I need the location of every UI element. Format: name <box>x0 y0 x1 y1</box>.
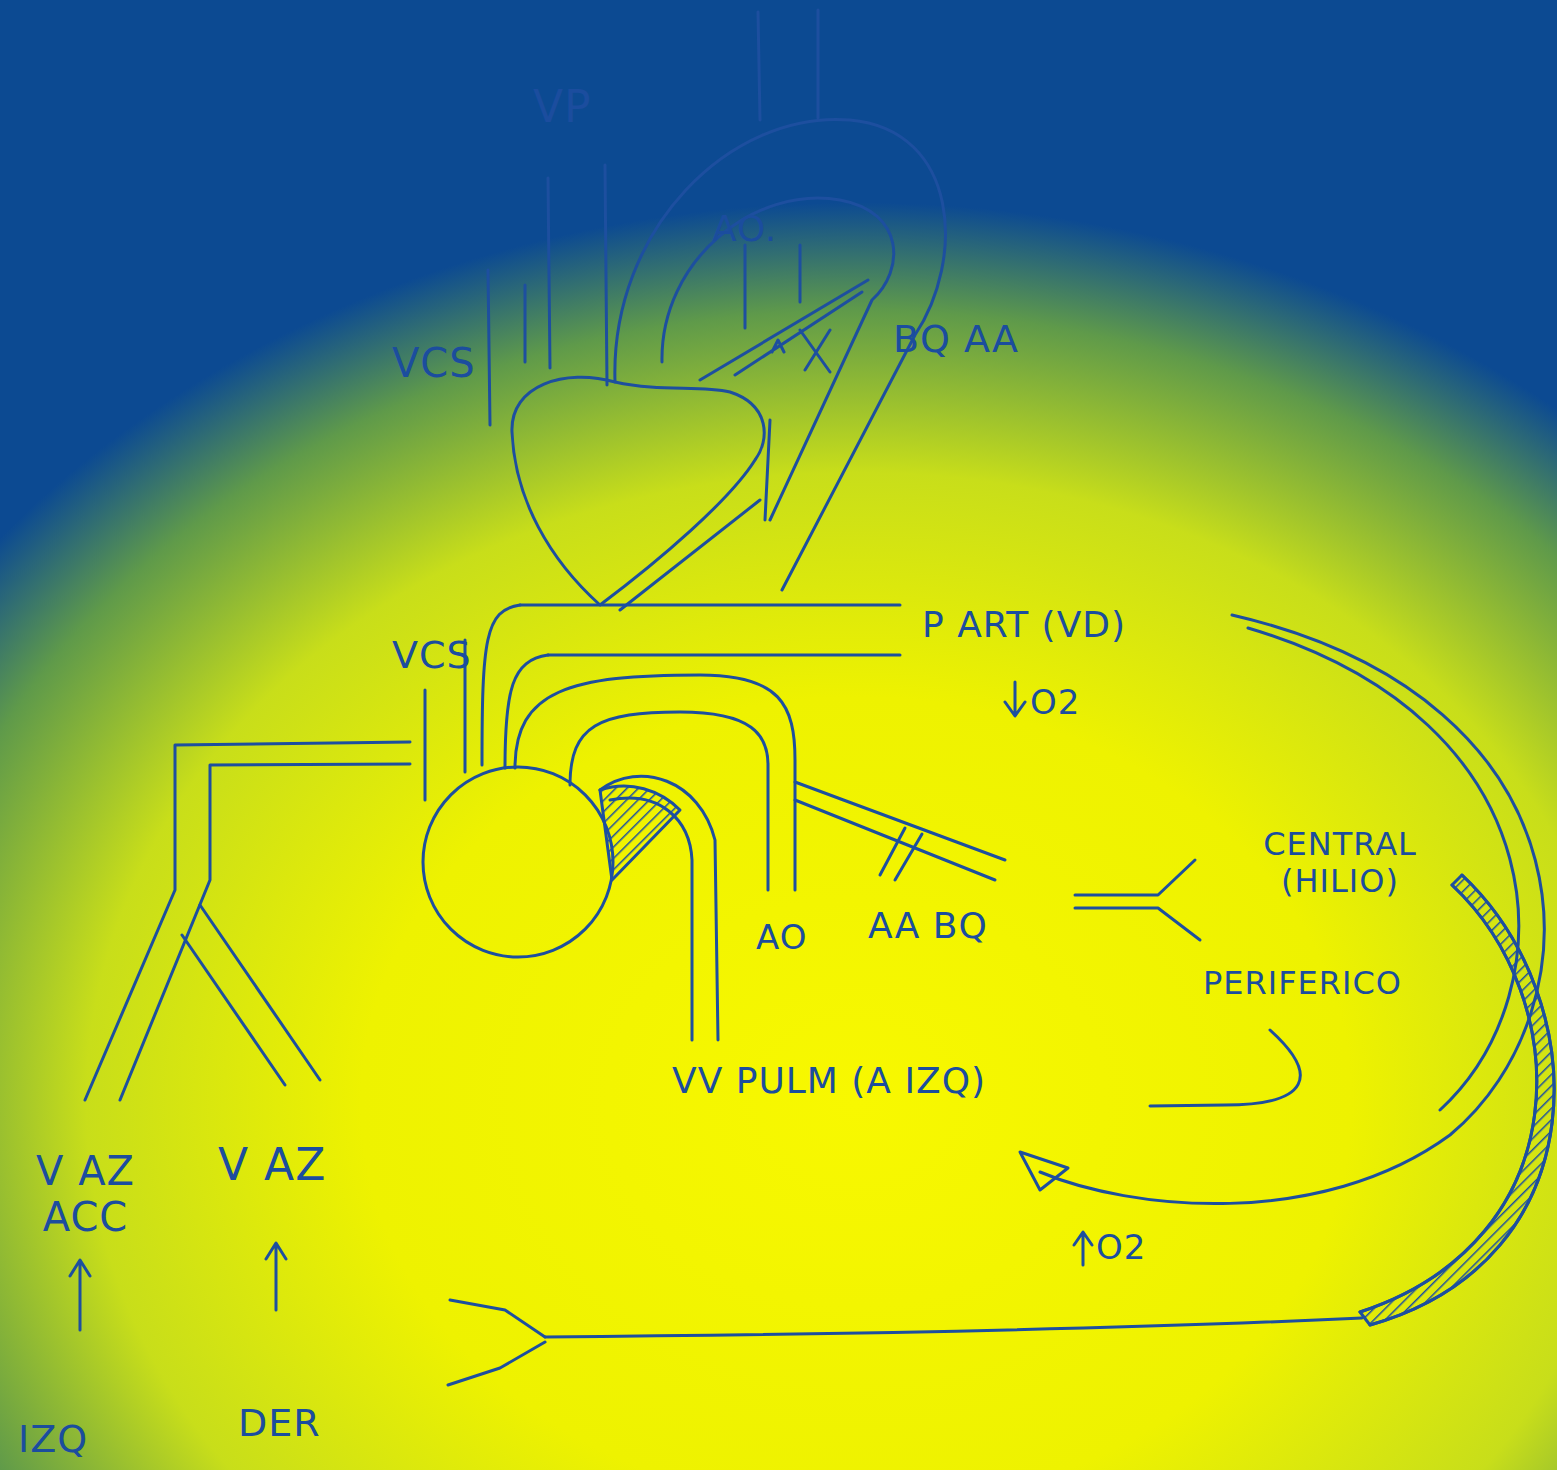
label-text: VP <box>533 82 592 133</box>
pulmonary-artery <box>520 605 900 655</box>
bronchus-icon <box>448 1300 545 1385</box>
heart-outline <box>512 377 764 605</box>
label-text: O2 <box>1096 1228 1146 1267</box>
aorta <box>515 675 795 890</box>
vessel-line <box>620 420 770 610</box>
flow-arrow <box>1040 615 1544 1204</box>
azygos-vein <box>85 742 410 1100</box>
bronchial-branch <box>1075 860 1200 940</box>
label-text: V AZ ACC <box>8 1148 163 1240</box>
label-text: IZQ <box>18 1418 88 1462</box>
label-text: AO. <box>712 208 777 249</box>
vessel-line <box>488 270 490 425</box>
label-text: CENTRAL (HILIO) <box>1215 826 1465 900</box>
up-arrow <box>70 1260 90 1330</box>
aorta <box>570 712 768 890</box>
label-text: VCS <box>392 634 472 678</box>
branch-line <box>744 245 747 328</box>
bronchial-flow <box>545 1318 1362 1337</box>
heart-circle <box>423 767 613 957</box>
down-arrow <box>1005 682 1025 716</box>
flow-arrow <box>1150 1030 1300 1106</box>
vessel-line <box>482 605 520 765</box>
vessel-line <box>605 165 607 385</box>
vessel-line <box>817 10 820 118</box>
hatched-band <box>1360 875 1554 1325</box>
label-text: BQ AA <box>893 318 1019 362</box>
vessel-line <box>600 776 718 1040</box>
azygos-vein <box>120 764 410 1100</box>
arrow-head <box>1020 1152 1068 1190</box>
vessel-line <box>758 12 760 120</box>
branch-line <box>700 280 868 380</box>
label-text: P ART (VD) <box>922 604 1126 645</box>
label-text: AO <box>756 918 807 957</box>
vessel-line <box>524 285 527 362</box>
bronchial-flow <box>1360 875 1554 1325</box>
label-text: VCS <box>392 340 476 386</box>
up-arrow <box>266 1243 286 1310</box>
aorta-arch <box>662 198 894 520</box>
label-text: VV PULM (A IZQ) <box>672 1060 986 1101</box>
azygos-vein <box>182 905 320 1085</box>
branch-line <box>799 245 802 302</box>
label-text: V AZ <box>218 1140 326 1191</box>
bronchial-artery <box>795 782 1005 880</box>
hatched-band <box>600 786 680 880</box>
label-text: O2 <box>1030 683 1080 722</box>
vessel-line <box>505 655 548 768</box>
up-arrow <box>1074 1232 1092 1265</box>
vessel-line <box>424 690 427 800</box>
label-text: AA BQ <box>868 905 988 946</box>
label-text: PERIFERICO <box>1203 965 1402 1002</box>
label-text: DER <box>238 1402 321 1446</box>
vessel-line <box>548 178 550 368</box>
